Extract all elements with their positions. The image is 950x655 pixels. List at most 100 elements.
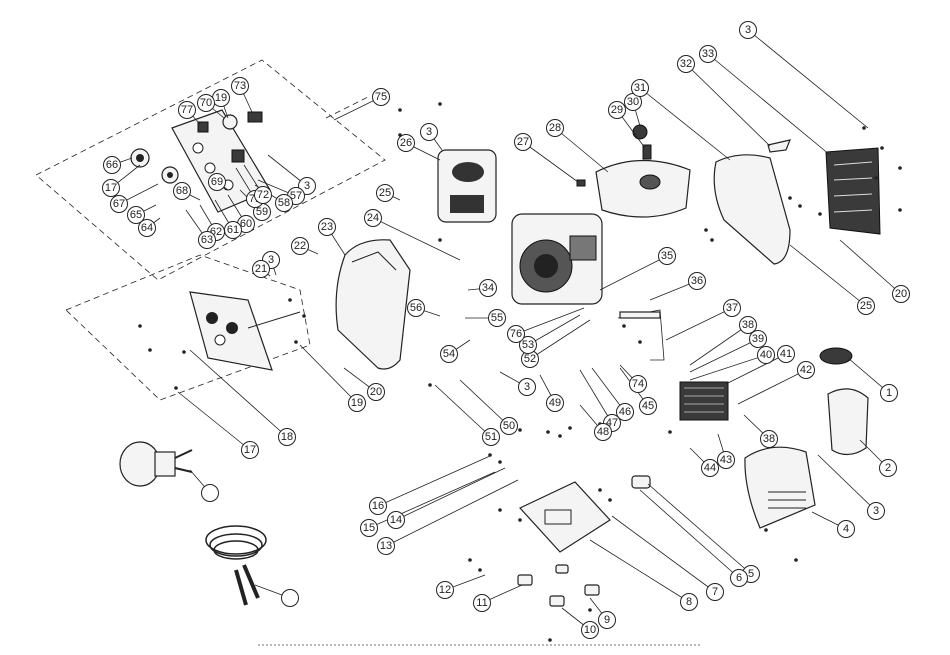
callout-c2: 2 [880, 460, 897, 477]
part-6 [632, 476, 650, 488]
screw [668, 430, 672, 434]
leader-c5 [648, 484, 751, 574]
screw [880, 146, 884, 150]
callout-c36: 36 [689, 273, 706, 290]
parallel-cable [206, 526, 266, 605]
screw [438, 238, 442, 242]
callout-number: 25 [860, 300, 872, 312]
callout-number: 56 [410, 302, 422, 314]
callout-c25a: 25 [377, 185, 394, 202]
callout-c38b: 38 [761, 431, 778, 448]
callout-c19b: 19 [349, 395, 366, 412]
foot-9 [585, 585, 599, 595]
screw [794, 558, 798, 562]
screw [428, 383, 432, 387]
callout-number: 29 [611, 104, 623, 116]
callout-number: 15 [363, 522, 375, 534]
callout-number: 3 [268, 254, 274, 266]
leader-c40 [690, 355, 766, 380]
screw [638, 340, 642, 344]
callout-number: 40 [760, 349, 772, 361]
leader-c28 [555, 128, 608, 172]
callout-number: 75 [375, 91, 387, 103]
callout-number: 19 [351, 397, 363, 409]
callout-c58: 58 [276, 195, 293, 212]
callout-number: 36 [691, 275, 703, 287]
screw [288, 298, 292, 302]
callout-number: 4 [843, 523, 849, 535]
callout-c9: 9 [599, 612, 616, 629]
callout-number: 6 [736, 572, 742, 584]
callout-number: 31 [634, 82, 646, 94]
callout-cplug [202, 485, 219, 502]
screw [862, 126, 866, 130]
leader-c19b [300, 345, 357, 403]
leader-c7 [612, 516, 715, 592]
callout-c51: 51 [483, 429, 500, 446]
callout-c7: 7 [707, 584, 724, 601]
callout-number: 76 [510, 328, 522, 340]
callout-number: 59 [256, 206, 268, 218]
callout-c70: 70 [198, 95, 215, 112]
callout-c76: 76 [508, 326, 525, 343]
callout-c75: 75 [373, 89, 390, 106]
side-cover-4 [745, 447, 815, 528]
leader-c13 [386, 480, 518, 546]
callout-number: 34 [482, 282, 494, 294]
callout-c6: 6 [731, 570, 748, 587]
front-cover-23 [336, 240, 410, 369]
leader-c33 [708, 54, 830, 155]
callout-c37: 37 [724, 300, 741, 317]
callout-number: 72 [257, 189, 269, 201]
callout-number: 17 [105, 182, 117, 194]
callout-number: 73 [234, 80, 246, 92]
callout-c48: 48 [595, 424, 612, 441]
callout-number: 61 [227, 224, 239, 236]
callout-number: 58 [278, 197, 290, 209]
engine-assembly [512, 214, 602, 304]
leader-c3f [818, 455, 876, 511]
callout-number: 3 [426, 126, 432, 138]
callout-number: 46 [619, 406, 631, 418]
callout-c73: 73 [232, 78, 249, 95]
callout-c16: 16 [370, 498, 387, 515]
callout-number: 37 [726, 302, 738, 314]
callout-number: 18 [281, 431, 293, 443]
screw [898, 208, 902, 212]
plug-adapter [120, 442, 192, 486]
callout-c22: 22 [292, 238, 309, 255]
callout-c4: 4 [838, 521, 855, 538]
callout-number: 38 [742, 319, 754, 331]
callout-c41: 41 [778, 346, 795, 363]
screw [598, 488, 602, 492]
callout-c11: 11 [474, 595, 491, 612]
callout-c72: 72 [255, 187, 272, 204]
callout-number: 3 [745, 24, 751, 36]
fuel-tank-28 [596, 160, 690, 217]
callout-c68: 68 [174, 183, 191, 200]
callout-number: 77 [181, 104, 193, 116]
callout-number: 17 [244, 444, 256, 456]
callout-c18: 18 [279, 429, 296, 446]
callout-number: 27 [517, 136, 529, 148]
callout-number: 69 [211, 176, 223, 188]
callout-c38a: 38 [740, 317, 757, 334]
callout-c26: 26 [398, 135, 415, 152]
leader-c27 [523, 142, 578, 182]
leader-c35 [600, 256, 667, 290]
callout-c50: 50 [501, 418, 518, 435]
leader-c6 [640, 490, 739, 578]
handle-32 [768, 140, 790, 152]
callout-number: 14 [390, 514, 402, 526]
callout-c15: 15 [361, 520, 378, 537]
foot-11 [518, 575, 532, 585]
callout-number: 20 [895, 288, 907, 300]
callout-c42: 42 [798, 362, 815, 379]
callout-c40: 40 [758, 347, 775, 364]
panel-lower-dashed-frame [66, 255, 310, 400]
screw [710, 238, 714, 242]
callout-number: 23 [321, 221, 333, 233]
screw [518, 428, 522, 432]
callout-number: 11 [476, 597, 487, 609]
